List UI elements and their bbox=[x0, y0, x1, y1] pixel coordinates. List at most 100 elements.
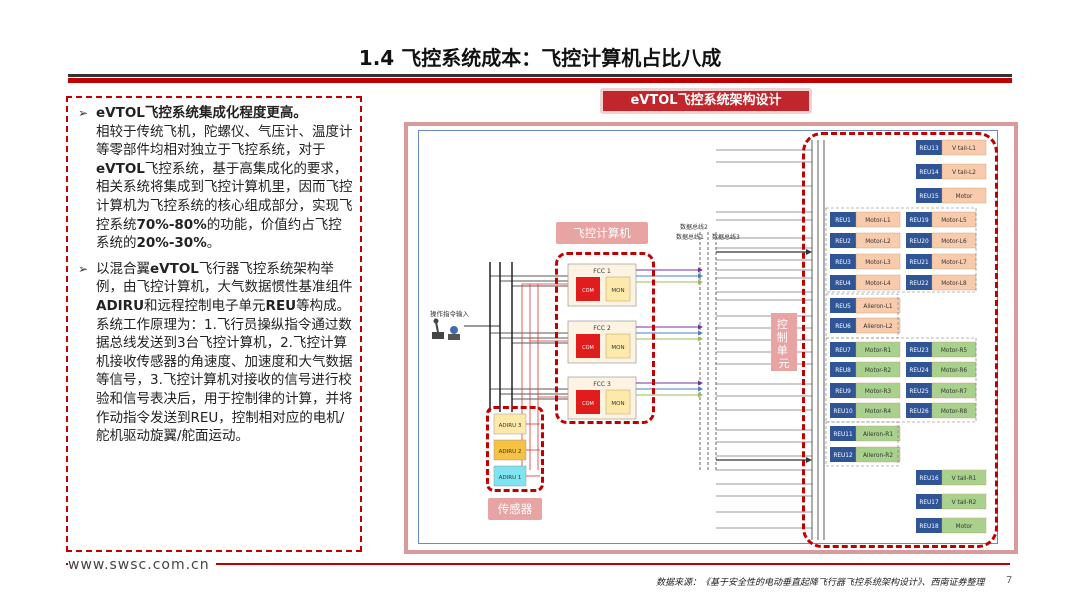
reu-box bbox=[830, 318, 856, 333]
reu-box bbox=[906, 362, 932, 377]
reu-box bbox=[906, 233, 932, 248]
reu-label: REU12 bbox=[833, 453, 853, 459]
adiru-label: ADIRU 1 bbox=[499, 475, 522, 481]
adiru-unit: ADIRU 2 bbox=[493, 439, 540, 461]
reu-label: REU14 bbox=[919, 170, 939, 176]
sensor-group-label: 传感器 bbox=[488, 498, 542, 520]
text-run: 以混合翼 bbox=[96, 260, 150, 277]
fcc-mon-block bbox=[605, 333, 631, 359]
fcc-mon-label: MON bbox=[611, 345, 624, 351]
actuator-label: Motor-L4 bbox=[865, 281, 891, 287]
arrow-right-icon bbox=[698, 279, 703, 285]
control-unit-box bbox=[771, 313, 797, 371]
bus-label-1: 数据总线1 bbox=[676, 233, 704, 241]
text-run: 和远程控制电子单元 bbox=[144, 297, 266, 314]
text-run: 飞控系统，基于高集成化的要求，相关系统将集成到飞控计算机里，因而飞控计算机为飞控… bbox=[96, 160, 353, 233]
actuator-box bbox=[941, 187, 987, 204]
reu-box bbox=[906, 212, 932, 227]
reu-box bbox=[916, 164, 942, 179]
reu-box bbox=[906, 383, 932, 398]
adiru-unit: ADIRU 3 bbox=[493, 413, 540, 435]
fcc-com-label: COM bbox=[582, 401, 594, 407]
actuator-box bbox=[855, 402, 901, 419]
reu-box bbox=[916, 140, 942, 155]
actuator-label: Aileron-L1 bbox=[863, 304, 893, 310]
actuator-box bbox=[855, 232, 901, 249]
actuator-label: Motor-R2 bbox=[865, 368, 891, 374]
fcc-group-label: 飞控计算机 bbox=[556, 222, 648, 244]
sensor-group-outline bbox=[486, 406, 544, 492]
actuator-box bbox=[855, 274, 901, 291]
actuator-label: Aileron-R1 bbox=[863, 432, 893, 438]
reu-label: REU18 bbox=[919, 524, 939, 530]
reu-row: REU14 V tail-L2 bbox=[916, 163, 987, 180]
text-run: 相较于传统飞机，陀螺仪、气压计、温度计等零部件均相对独立于飞控系统，对于 bbox=[96, 123, 353, 159]
adiru-unit: ADIRU 1 bbox=[493, 465, 540, 487]
arrow-bullet-icon: ➢ bbox=[78, 261, 89, 276]
bold-run: eVTOL bbox=[150, 260, 199, 277]
fcc-mon-block bbox=[605, 389, 631, 415]
actuator-box bbox=[855, 425, 901, 442]
adiru-label: ADIRU 2 bbox=[499, 449, 522, 455]
reu-box bbox=[830, 447, 856, 462]
reu-label: REU16 bbox=[919, 476, 939, 482]
fcc-mon-label: MON bbox=[611, 401, 624, 407]
actuator-box bbox=[855, 382, 901, 399]
actuator-label: Aileron-L2 bbox=[863, 324, 893, 330]
actuator-label: Motor-L8 bbox=[941, 281, 967, 287]
reu-label: REU7 bbox=[835, 348, 851, 354]
bold-run: 20%-30% bbox=[136, 235, 207, 252]
actuator-box bbox=[931, 274, 977, 291]
reu-box bbox=[830, 426, 856, 441]
arrow-bullet-icon: ➢ bbox=[78, 106, 89, 120]
reu-box bbox=[830, 254, 856, 269]
actuator-box bbox=[855, 446, 901, 463]
reu-box bbox=[830, 383, 856, 398]
actuator-label: Motor-L3 bbox=[865, 260, 891, 266]
arrow-right-icon bbox=[698, 380, 703, 386]
text-run: 飞行器飞控系统架构举例，由飞控计算机，大气数据惯性基准组件 bbox=[96, 260, 353, 296]
reu-label: REU5 bbox=[835, 304, 851, 310]
reu-box bbox=[906, 254, 932, 269]
actuator-label: V tail-R2 bbox=[952, 500, 977, 506]
reu-box bbox=[830, 233, 856, 248]
reu-label: REU22 bbox=[909, 281, 929, 287]
bullet-integration: ➢ eVTOL飞控系统集成化程度更高。相较于传统飞机，陀螺仪、气压计、温度计等零… bbox=[78, 104, 354, 253]
arrow-right-icon bbox=[698, 336, 703, 342]
reu-label: REU24 bbox=[909, 368, 929, 374]
actuator-label: Motor-L1 bbox=[865, 218, 891, 224]
actuator-label: V tail-L2 bbox=[952, 170, 976, 176]
bullet-architecture: ➢ 以混合翼eVTOL飞行器飞控系统架构举例，由飞控计算机，大气数据惯性基准组件… bbox=[78, 260, 354, 446]
page-number: 7 bbox=[1006, 575, 1013, 586]
bullet-text: eVTOL飞控系统集成化程度更高。相较于传统飞机，陀螺仪、气压计、温度计等零部件… bbox=[96, 104, 354, 253]
diagram-title: eVTOL飞控系统架构设计 bbox=[600, 88, 812, 114]
reu-group-outline bbox=[802, 132, 998, 548]
actuator-box bbox=[941, 163, 987, 180]
fcc-com-block bbox=[576, 277, 600, 301]
reu-label: REU9 bbox=[835, 389, 851, 395]
actuator-label: Motor-R8 bbox=[941, 409, 967, 415]
reu-box bbox=[830, 298, 856, 313]
adiru-label: ADIRU 3 bbox=[499, 423, 522, 429]
reu-label: REU25 bbox=[909, 389, 929, 395]
fcc-com-block bbox=[576, 390, 600, 414]
title-rule bbox=[68, 74, 1012, 77]
reu-label: REU10 bbox=[833, 409, 853, 415]
reu-subgroup-outline bbox=[825, 421, 899, 467]
arrow-right-icon bbox=[698, 392, 703, 398]
reu-box bbox=[830, 342, 856, 357]
actuator-label: Motor-L5 bbox=[941, 218, 967, 224]
arrow-right-icon bbox=[698, 324, 703, 330]
reu-label: REU8 bbox=[835, 368, 851, 374]
